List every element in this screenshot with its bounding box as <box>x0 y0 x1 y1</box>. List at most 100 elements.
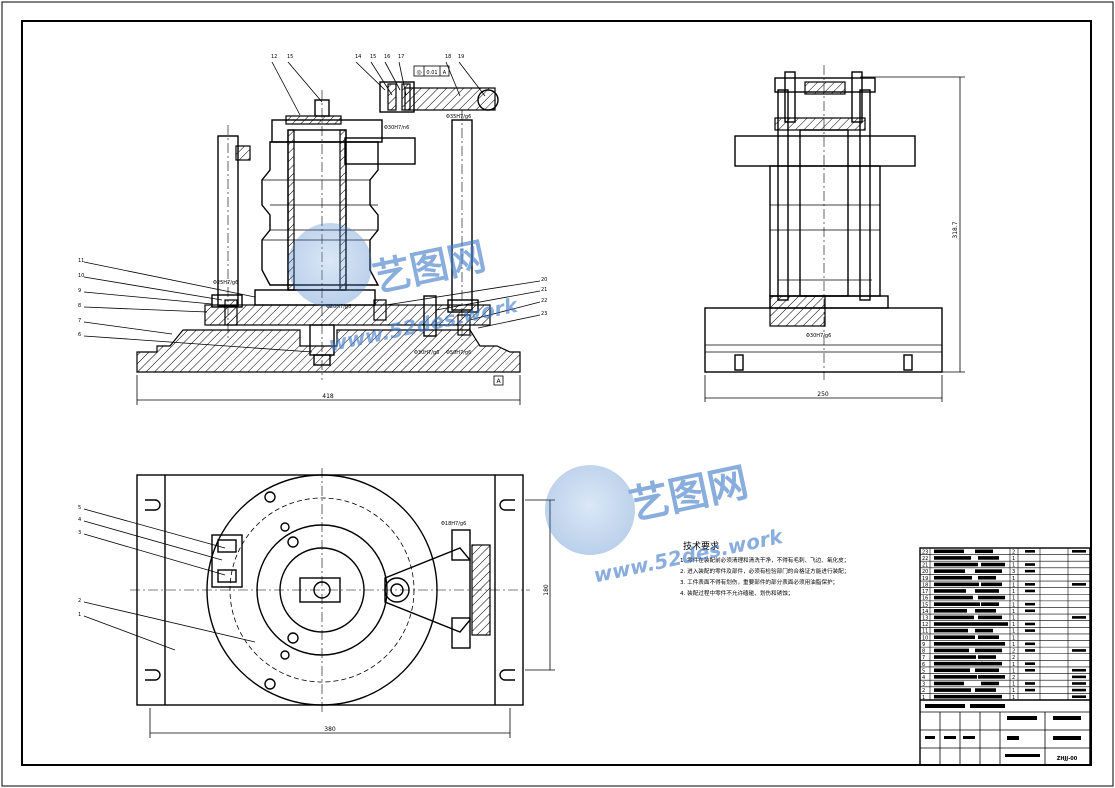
bom-row-quantity: 1 <box>1012 582 1015 588</box>
fit-label-1: Φ35H7/g6 <box>446 114 471 120</box>
part-number: 6 <box>78 332 81 338</box>
part-number: 1 <box>78 612 81 618</box>
part-number: 20 <box>541 277 547 283</box>
part-number: 19 <box>458 54 464 60</box>
bom-row-number: 7 <box>922 655 925 661</box>
tech-req-item: 1. 零件在装配前必须清理和清洗干净，不得有毛刺、飞边、氧化皮； <box>680 556 849 564</box>
bom-row-quantity: 1 <box>1012 688 1015 694</box>
bom-row-number: 9 <box>922 642 925 648</box>
front-top-part-numbers: 12 15 14 15 16 17 18 19 <box>271 54 486 116</box>
front-right-part-numbers: 20 21 22 23 <box>385 277 547 329</box>
bom-row-number: 21 <box>922 563 928 569</box>
part-number: 7 <box>78 318 81 324</box>
bom-row-quantity: 2 <box>1012 675 1015 681</box>
tech-req-item: 3. 工件表面不得有划伤，重要部件的部分表面必须用油脂保护； <box>680 578 838 586</box>
top-height-dim: 180 <box>543 584 550 596</box>
bom-row: 12 1 <box>920 622 1090 628</box>
bom-row-number: 11 <box>922 629 928 635</box>
bom-row-number: 8 <box>922 649 925 655</box>
bom-row: 13 1 <box>920 615 1090 621</box>
bom-row-quantity: 1 <box>1012 662 1015 668</box>
part-number: 12 <box>271 54 277 60</box>
bom-row-quantity: 1 <box>1012 589 1015 595</box>
part-number: 9 <box>78 288 81 294</box>
bom-row-number: 16 <box>922 596 928 602</box>
top-fit-label: Φ18H7/g6 <box>441 521 466 527</box>
side-height-dim: 318.7 <box>952 221 959 238</box>
bom-row-number: 6 <box>922 662 925 668</box>
bom-row-quantity: 1 <box>1012 642 1015 648</box>
part-number: 16 <box>384 54 390 60</box>
part-number: 15 <box>370 54 376 60</box>
part-number: 21 <box>541 287 547 293</box>
fit-label-4: Φ30H7/g6 <box>414 350 439 356</box>
part-number: 5 <box>78 505 81 511</box>
bom-row-quantity: 3 <box>1012 569 1015 575</box>
bom-row: 10 1 <box>920 635 1090 641</box>
bom-row: 20 3 <box>920 569 1090 575</box>
bom-row-number: 17 <box>922 589 928 595</box>
bom-row-number: 13 <box>922 615 928 621</box>
front-width-dim: 418 <box>322 393 334 400</box>
fit-label-5: Φ50H7/g6 <box>446 350 471 356</box>
bom-row-quantity: 2 <box>1012 649 1015 655</box>
bom-row: 17 1 <box>920 589 1090 595</box>
bom-row-number: 3 <box>922 682 925 688</box>
bom-row-number: 23 <box>922 549 928 555</box>
bom-row-quantity: 1 <box>1012 695 1015 701</box>
bom-row-quantity: 1 <box>1012 635 1015 641</box>
bom-row-quantity: 1 <box>1012 556 1015 562</box>
part-number: 18 <box>445 54 451 60</box>
bom-row-quantity: 1 <box>1012 629 1015 635</box>
bom-row: 22 1 <box>920 556 1090 562</box>
bom-row-number: 2 <box>922 688 925 694</box>
bom-row-number: 4 <box>922 675 925 681</box>
bom-row-quantity: 1 <box>1012 609 1015 615</box>
bom-row-quantity: 1 <box>1012 615 1015 621</box>
part-number: 14 <box>355 54 361 60</box>
side-fit-label: Φ30H7/g6 <box>806 333 831 339</box>
fit-label-3: Φ25H7/g6 <box>213 280 238 286</box>
bom-row-number: 20 <box>922 569 928 575</box>
bom-row-quantity: 1 <box>1012 682 1015 688</box>
bom-row-number: 12 <box>922 622 928 628</box>
bom-row-quantity: 1 <box>1012 622 1015 628</box>
part-number: 10 <box>78 273 84 279</box>
drawing-number: ZHJJ-00 <box>1057 756 1078 762</box>
sheet-inner-border <box>21 20 1092 766</box>
top-left-part-numbers: 5 4 3 2 1 <box>78 505 256 651</box>
watermark-title: 艺图网 <box>625 459 752 529</box>
bom-row: 16 1 <box>920 596 1090 602</box>
bom-row-number: 5 <box>922 668 925 674</box>
bom-row-number: 10 <box>922 635 928 641</box>
top-width-dim: 380 <box>324 726 336 733</box>
part-number: 4 <box>78 517 81 523</box>
part-number: 2 <box>78 598 81 604</box>
bom-row-quantity: 1 <box>1012 602 1015 608</box>
front-datum-label: A <box>496 378 501 385</box>
tech-req-title: 技术要求 <box>683 540 719 552</box>
bom-row-quantity: 1 <box>1012 596 1015 602</box>
tolerance-datum: A <box>443 70 447 76</box>
bom-row-quantity: 1 <box>1012 576 1015 582</box>
fit-label-6: Φ20H7/g6 <box>326 304 351 310</box>
top-view: 380 180 Φ18H7/g6 5 4 3 2 1 <box>78 468 555 738</box>
part-number: 22 <box>541 298 547 304</box>
bom-row-quantity: 2 <box>1012 655 1015 661</box>
bom-row-number: 22 <box>922 556 928 562</box>
